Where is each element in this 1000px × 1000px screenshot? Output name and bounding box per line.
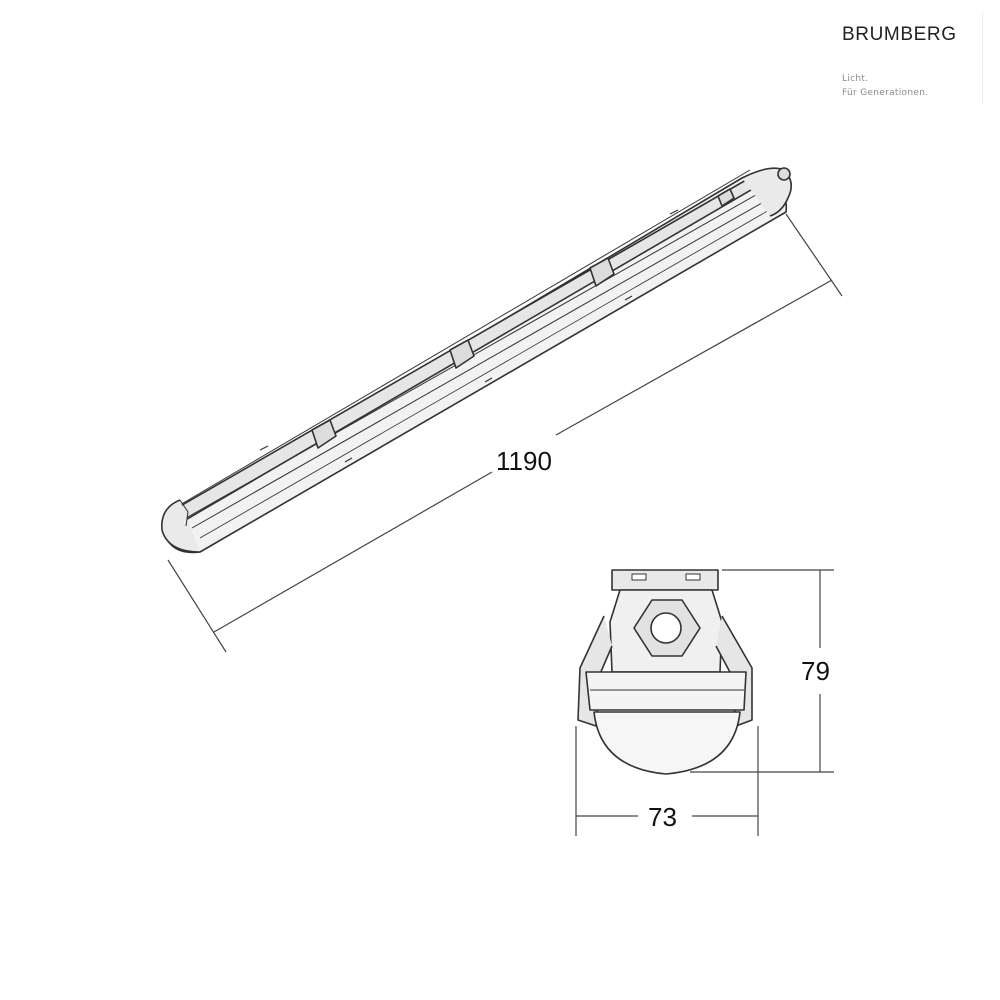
clip-4 [717,188,735,207]
diffuser-dome [593,711,741,775]
height-dimension-label: 79 [801,656,830,686]
side-clip-left [577,615,613,727]
length-dimension-label: 1190 [496,446,552,476]
brand-logo: BRUMBERG Licht. Für Generationen. [822,12,983,105]
end-cap-left [161,499,201,553]
luminaire-end-view [577,569,753,775]
tray-section [585,671,747,711]
end-cap-right [741,167,792,217]
width-dimension-label: 73 [648,802,677,832]
clip-3 [589,257,615,287]
luminaire-side-view [161,167,792,554]
mounting-plate [611,569,719,591]
height-dimension [690,569,834,773]
length-dimension [167,213,843,653]
clip-1 [311,419,337,449]
clip-2 [449,339,475,369]
diffuser-body [161,177,788,554]
width-dimension [575,726,759,836]
brand-tagline-line1: Licht. [842,74,869,84]
cable-gland-hole-icon [650,612,682,644]
cable-gland-icon [777,167,791,181]
brand-tagline-line2: Für Generationen. [842,88,929,98]
brand-name: BRUMBERG [842,24,957,45]
